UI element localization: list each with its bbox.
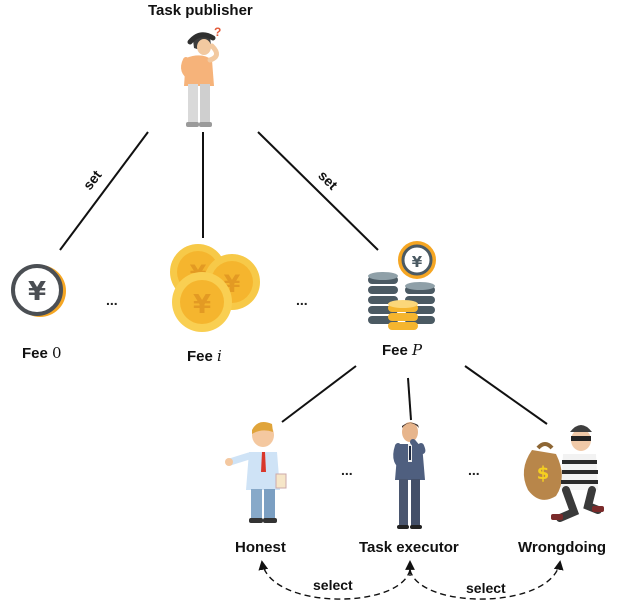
fee-i-label: Fee i [187, 347, 222, 365]
edge-publisher-feeP [257, 131, 379, 251]
agent-label-wrongdoing: Wrongdoing [518, 539, 607, 556]
edge-feeP-executor [407, 377, 412, 421]
fee-p-prefix: Fee [382, 342, 408, 359]
coin-stacks-icon: ¥ [368, 241, 436, 330]
agent-label-task-executor: Task executor [359, 539, 459, 556]
ellipsis-agents-right: ... [468, 462, 480, 478]
gold-coins-icon: ¥ ¥ ¥ [170, 244, 260, 332]
yen-coin-outline-icon: ¥ [11, 264, 66, 317]
svg-text:¥: ¥ [28, 277, 46, 307]
svg-text:$: $ [537, 463, 550, 484]
ellipsis-fees-left: ... [106, 292, 118, 308]
select-arc-wrongdoing [409, 560, 564, 600]
fee-i-symbol: i [217, 347, 222, 365]
fee-0-label: Fee 0 [22, 344, 62, 362]
ellipsis-agents-left: ... [341, 462, 353, 478]
fee-p-label: Fee P [382, 341, 422, 359]
publisher-label: Task publisher [148, 2, 253, 19]
edge-feeP-wrongdoing [464, 365, 548, 425]
fee-0-symbol: 0 [52, 344, 62, 362]
publisher-figure-icon: ? [181, 25, 221, 127]
select-label-right: select [466, 580, 506, 596]
svg-text:¥: ¥ [412, 253, 423, 271]
select-arc-honest [258, 560, 411, 600]
svg-text:¥: ¥ [193, 290, 211, 320]
agent-label-honest: Honest [235, 539, 286, 556]
fee-i-prefix: Fee [187, 348, 213, 365]
svg-text:?: ? [214, 25, 221, 39]
edge-feeP-honest [281, 365, 357, 423]
select-label-left: select [313, 577, 353, 593]
fee-p-symbol: P [412, 341, 423, 359]
task-executor-person-icon [393, 422, 426, 529]
thief-icon: $ [523, 425, 604, 522]
ellipsis-fees-right: ... [296, 292, 308, 308]
fee-0-prefix: Fee [22, 345, 48, 362]
honest-person-icon [225, 422, 287, 523]
edge-publisher-fee0 [59, 131, 149, 251]
